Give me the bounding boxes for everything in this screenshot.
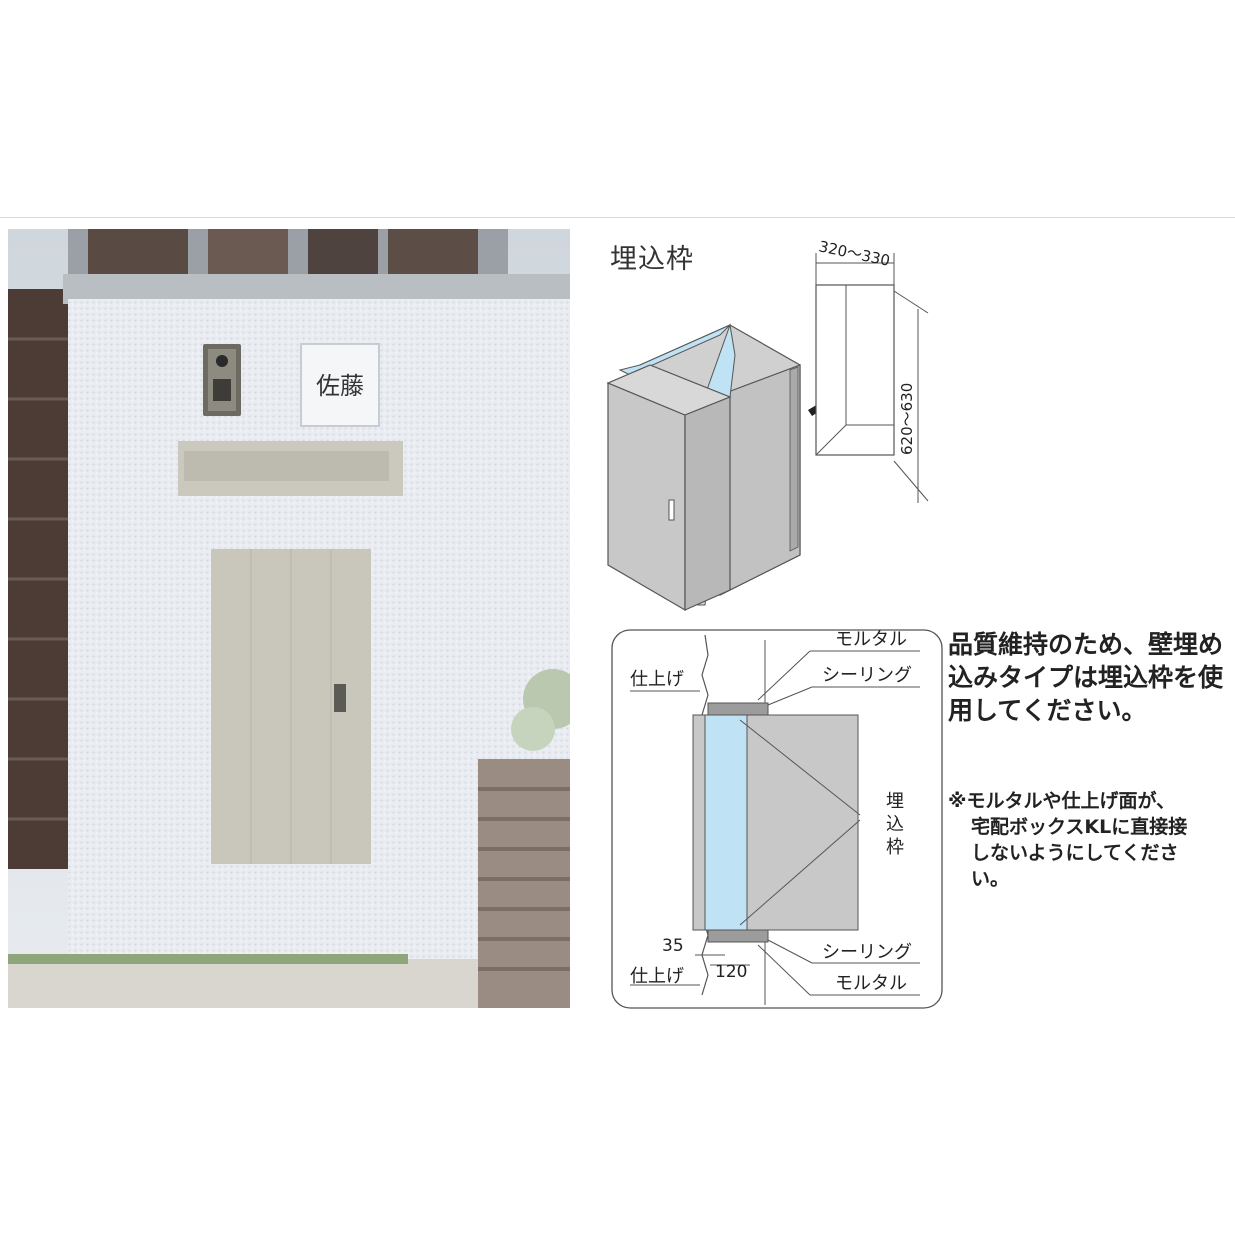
label-dim-35: 35 xyxy=(662,936,684,956)
label-finish-top: 仕上げ xyxy=(630,669,684,690)
sub-note: ※モルタルや仕上げ面が、 宅配ボックスKLに直接接 しないようにしてくださ い。 xyxy=(948,788,1233,892)
sub-note-line-1: ※モルタルや仕上げ面が、 xyxy=(948,790,1176,812)
label-sealing-bottom: シーリング xyxy=(822,942,912,963)
diagram-title: 埋込枠 xyxy=(610,244,694,275)
width-dimension: 320～330 xyxy=(817,237,891,270)
label-mortar-top: モルタル xyxy=(835,629,907,650)
top-divider xyxy=(0,217,1235,218)
sub-note-line-3: しないようにしてくださ xyxy=(971,842,1179,864)
label-frame-3: 枠 xyxy=(886,837,904,858)
label-frame-1: 埋 xyxy=(886,791,904,812)
sub-note-line-4: い。 xyxy=(971,868,1010,890)
label-dim-120: 120 xyxy=(715,962,747,982)
label-frame-2: 込 xyxy=(886,814,904,835)
label-sealing-top: シーリング xyxy=(822,665,912,686)
installation-photo: 佐藤 xyxy=(8,229,570,1008)
svg-text:佐藤: 佐藤 xyxy=(316,372,364,400)
height-dimension: 620～630 xyxy=(898,383,916,455)
frame-diagram: 320～330 620～630 モルタル シーリング 仕上げ 埋 込 枠 35 … xyxy=(606,237,943,1009)
sub-note-line-2: 宅配ボックスKLに直接接 xyxy=(971,816,1188,838)
label-finish-bottom: 仕上げ xyxy=(630,966,684,987)
label-mortar-bottom: モルタル xyxy=(835,973,907,994)
main-note: 品質維持のため、壁埋め込みタイプは埋込枠を使用してください。 xyxy=(948,630,1224,725)
